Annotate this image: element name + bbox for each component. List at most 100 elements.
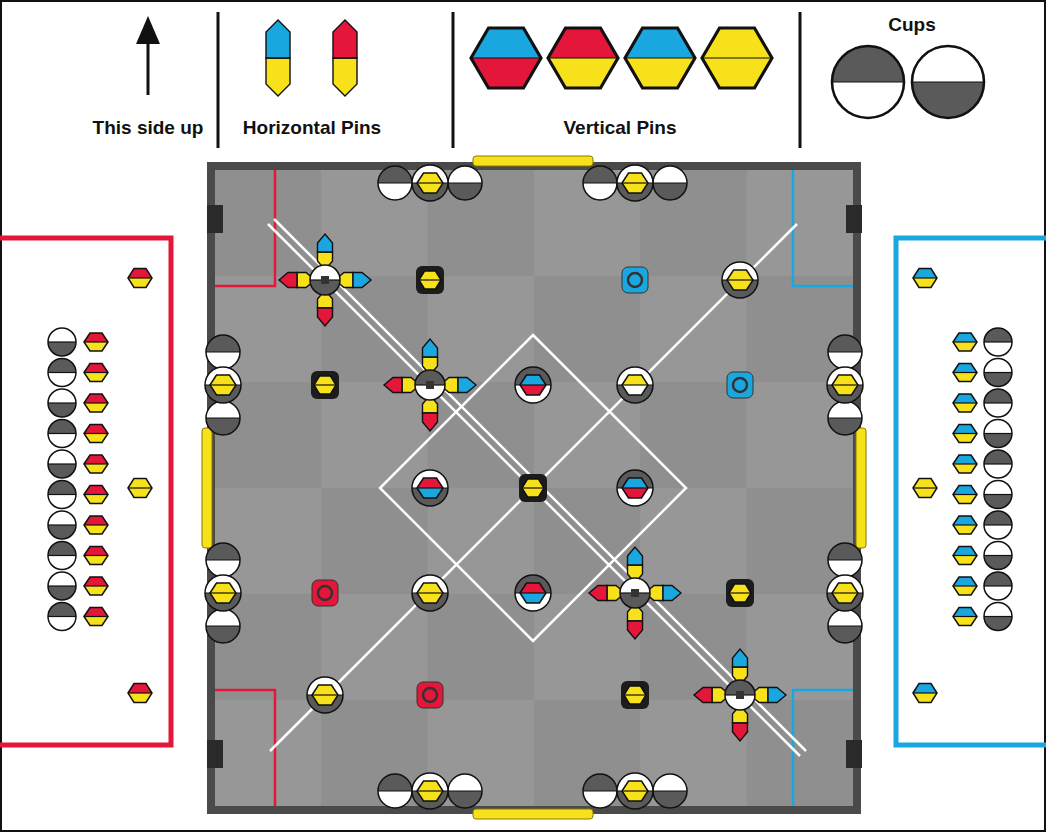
red-corner-line: [215, 170, 275, 286]
cup-top-half: [984, 481, 1012, 495]
cup: [48, 328, 76, 356]
vertical-pin: [622, 173, 648, 193]
cup-outline: [206, 335, 240, 369]
pin-outline: [953, 486, 977, 504]
pin-outer-half: [384, 378, 402, 393]
cup-outline: [617, 773, 653, 809]
cup: [448, 774, 482, 808]
legend-label: Horizontal Pins: [243, 117, 381, 139]
floor-tile: [640, 700, 746, 806]
pin-split-line: [520, 592, 546, 593]
cup-split-line: [307, 694, 343, 695]
cup: [617, 470, 653, 506]
cup-split-line: [205, 384, 241, 385]
cup: [984, 481, 1012, 509]
cup-outline: [412, 165, 448, 201]
cup-split-line: [515, 592, 551, 593]
cup-outline: [617, 470, 653, 506]
cup-outline: [48, 511, 76, 539]
cup-top-half: [48, 420, 76, 434]
cup-split-line: [984, 585, 1012, 586]
pin-outer-half: [628, 547, 643, 565]
cup-split-line: [48, 463, 76, 464]
cup: [206, 401, 240, 435]
stand-socket: [423, 688, 437, 702]
pin-split-line: [84, 402, 108, 403]
pin-split-line: [622, 487, 648, 488]
cup: [583, 774, 617, 808]
pin-outline: [702, 28, 772, 88]
cup-split-line: [48, 555, 76, 556]
pin-outer-half: [279, 273, 297, 288]
cup-outline: [583, 166, 617, 200]
cup-bottom-half: [515, 593, 551, 611]
pin-outline: [84, 333, 108, 351]
horizontal-pin: [333, 20, 357, 96]
cup-bottom-half: [48, 373, 76, 387]
pin-base: [519, 474, 547, 502]
vertical-pin: [727, 270, 753, 290]
pin-split-line: [953, 616, 977, 617]
cup-top-half: [583, 774, 617, 791]
pin-split-line: [622, 182, 648, 183]
vertical-pin: [84, 425, 108, 443]
cup: [412, 773, 448, 809]
pin-outer-half: [333, 20, 357, 58]
pin-outline: [953, 425, 977, 443]
pin-split-line: [727, 279, 753, 280]
pin-outline: [84, 364, 108, 382]
cup-bottom-half: [48, 556, 76, 570]
cup-bottom-half: [617, 791, 653, 809]
vertical-pin: [625, 28, 695, 88]
pin-split-line: [548, 57, 618, 58]
pin-outline: [625, 28, 695, 88]
cup-outline: [912, 46, 984, 118]
stand-base: [727, 372, 753, 398]
cup-split-line: [378, 790, 412, 791]
cup: [653, 166, 687, 200]
cup-split-line: [828, 351, 862, 352]
cup-top-half: [48, 511, 76, 525]
pin-split-line: [913, 487, 937, 488]
cup: [984, 542, 1012, 570]
cup-top-half: [205, 367, 241, 385]
cup-outline: [984, 389, 1012, 417]
vertical-pin: [953, 455, 977, 473]
pin-outline: [417, 173, 443, 193]
cup-top-half: [832, 46, 904, 82]
cup: [515, 367, 551, 403]
pin-split-line: [84, 524, 108, 525]
cup-top-half: [653, 774, 687, 791]
vertical-pin: [314, 376, 336, 394]
cup-bottom-half: [583, 183, 617, 200]
cup-split-line: [912, 81, 984, 82]
field-line: [268, 224, 800, 756]
cup-bottom-half: [378, 791, 412, 808]
cup: [48, 359, 76, 387]
pin-base: [621, 681, 649, 709]
pin-outer-half: [266, 20, 290, 58]
pin-outline: [953, 577, 977, 595]
cup-outline: [515, 367, 551, 403]
cup-outline: [310, 265, 340, 295]
cup-bottom-half: [653, 183, 687, 200]
cup-outline: [725, 680, 755, 710]
cup-outline: [617, 367, 653, 403]
cup: [912, 46, 984, 118]
pin-split-line: [210, 592, 236, 593]
cup: [205, 367, 241, 403]
cup-top-half: [515, 575, 551, 593]
vertical-pin: [622, 478, 648, 498]
cup: [48, 542, 76, 570]
cup-top-half: [412, 470, 448, 488]
stand-socket: [733, 378, 747, 392]
pin-split-line: [953, 402, 977, 403]
stand-socket: [318, 586, 332, 600]
cup: [415, 370, 445, 400]
vertical-pin: [702, 28, 772, 88]
cup-top-half: [722, 262, 758, 280]
vertical-pin: [624, 686, 646, 704]
cup-outline: [48, 420, 76, 448]
cup: [722, 262, 758, 298]
pin-split-line: [312, 694, 338, 695]
